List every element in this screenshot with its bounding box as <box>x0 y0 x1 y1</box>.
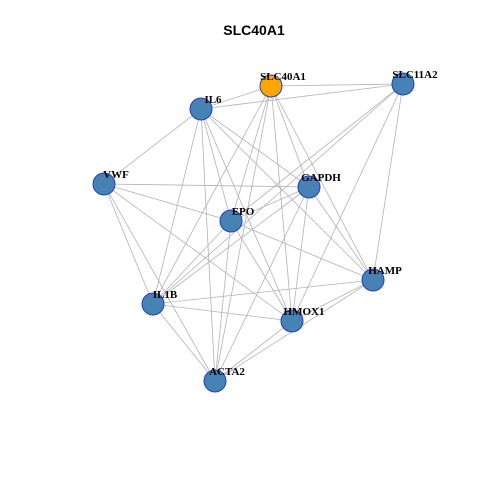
node-hamp[interactable] <box>361 268 385 292</box>
node-label-slc40a1: SLC40A1 <box>260 71 306 83</box>
node-epo[interactable] <box>219 209 243 233</box>
edge-epo-il1b <box>152 220 232 305</box>
node-label-hmox1: HMOX1 <box>284 306 325 318</box>
node-label-hamp: HAMP <box>368 265 402 277</box>
edge-epo-acta2 <box>214 220 232 382</box>
edge-il6-vwf <box>103 108 202 185</box>
edge-slc40a1-il1b <box>152 85 272 305</box>
edge-gapdh-acta2 <box>214 186 310 382</box>
node-il1b[interactable] <box>141 292 165 316</box>
node-gapdh[interactable] <box>297 175 321 199</box>
edge-hamp-hmox1 <box>291 279 374 322</box>
edge-gapdh-il1b <box>152 186 310 305</box>
node-hmox1[interactable] <box>280 309 304 333</box>
edge-slc11a2-il1b <box>152 83 404 305</box>
edge-il6-epo <box>200 108 232 222</box>
edge-vwf-gapdh <box>103 183 310 188</box>
edge-slc11a2-epo <box>230 83 404 222</box>
edge-slc40a1-hmox1 <box>270 85 293 322</box>
node-label-epo: EPO <box>232 206 255 218</box>
edge-layer <box>103 83 404 382</box>
edge-vwf-hmox1 <box>103 183 293 322</box>
edge-il6-gapdh <box>200 108 310 188</box>
node-label-gapdh: GAPDH <box>301 172 341 184</box>
node-il6[interactable] <box>189 97 213 121</box>
edge-il1b-hmox1 <box>152 303 293 322</box>
edge-epo-hmox1 <box>230 220 293 322</box>
edge-slc11a2-il6 <box>200 83 404 110</box>
edge-slc40a1-slc11a2 <box>270 83 404 87</box>
diagram-title: SLC40A1 <box>223 22 285 38</box>
edge-il1b-acta2 <box>152 303 216 382</box>
edge-vwf-epo <box>103 183 232 222</box>
edge-slc40a1-hamp <box>270 85 374 281</box>
edge-slc40a1-il6 <box>200 85 272 110</box>
node-label-vwf: VWF <box>103 169 129 181</box>
edge-il6-hmox1 <box>200 108 293 322</box>
node-slc11a2[interactable] <box>391 72 415 96</box>
node-label-acta2: ACTA2 <box>209 366 245 378</box>
edge-slc40a1-epo <box>230 85 272 222</box>
node-layer <box>92 72 415 393</box>
node-label-il1b: IL1B <box>153 289 178 301</box>
node-acta2[interactable] <box>203 369 227 393</box>
edge-gapdh-epo <box>230 186 310 222</box>
edge-vwf-acta2 <box>103 183 216 382</box>
edge-gapdh-hamp <box>308 186 374 281</box>
edge-slc11a2-hamp <box>372 83 404 281</box>
edge-hamp-il1b <box>152 279 374 305</box>
edge-vwf-il1b <box>103 183 154 305</box>
node-vwf[interactable] <box>92 172 116 196</box>
edge-slc40a1-acta2 <box>214 85 272 382</box>
edge-il6-hamp <box>200 108 374 281</box>
node-label-il6: IL6 <box>204 94 222 106</box>
edge-slc40a1-gapdh <box>270 85 310 188</box>
edge-il6-il1b <box>152 108 202 305</box>
edge-slc11a2-hmox1 <box>291 83 404 322</box>
node-label-slc11a2: SLC11A2 <box>392 69 438 81</box>
edge-gapdh-hmox1 <box>291 186 310 322</box>
edge-hmox1-acta2 <box>214 320 293 382</box>
edge-epo-hamp <box>230 220 374 281</box>
node-slc40a1[interactable] <box>259 74 283 98</box>
